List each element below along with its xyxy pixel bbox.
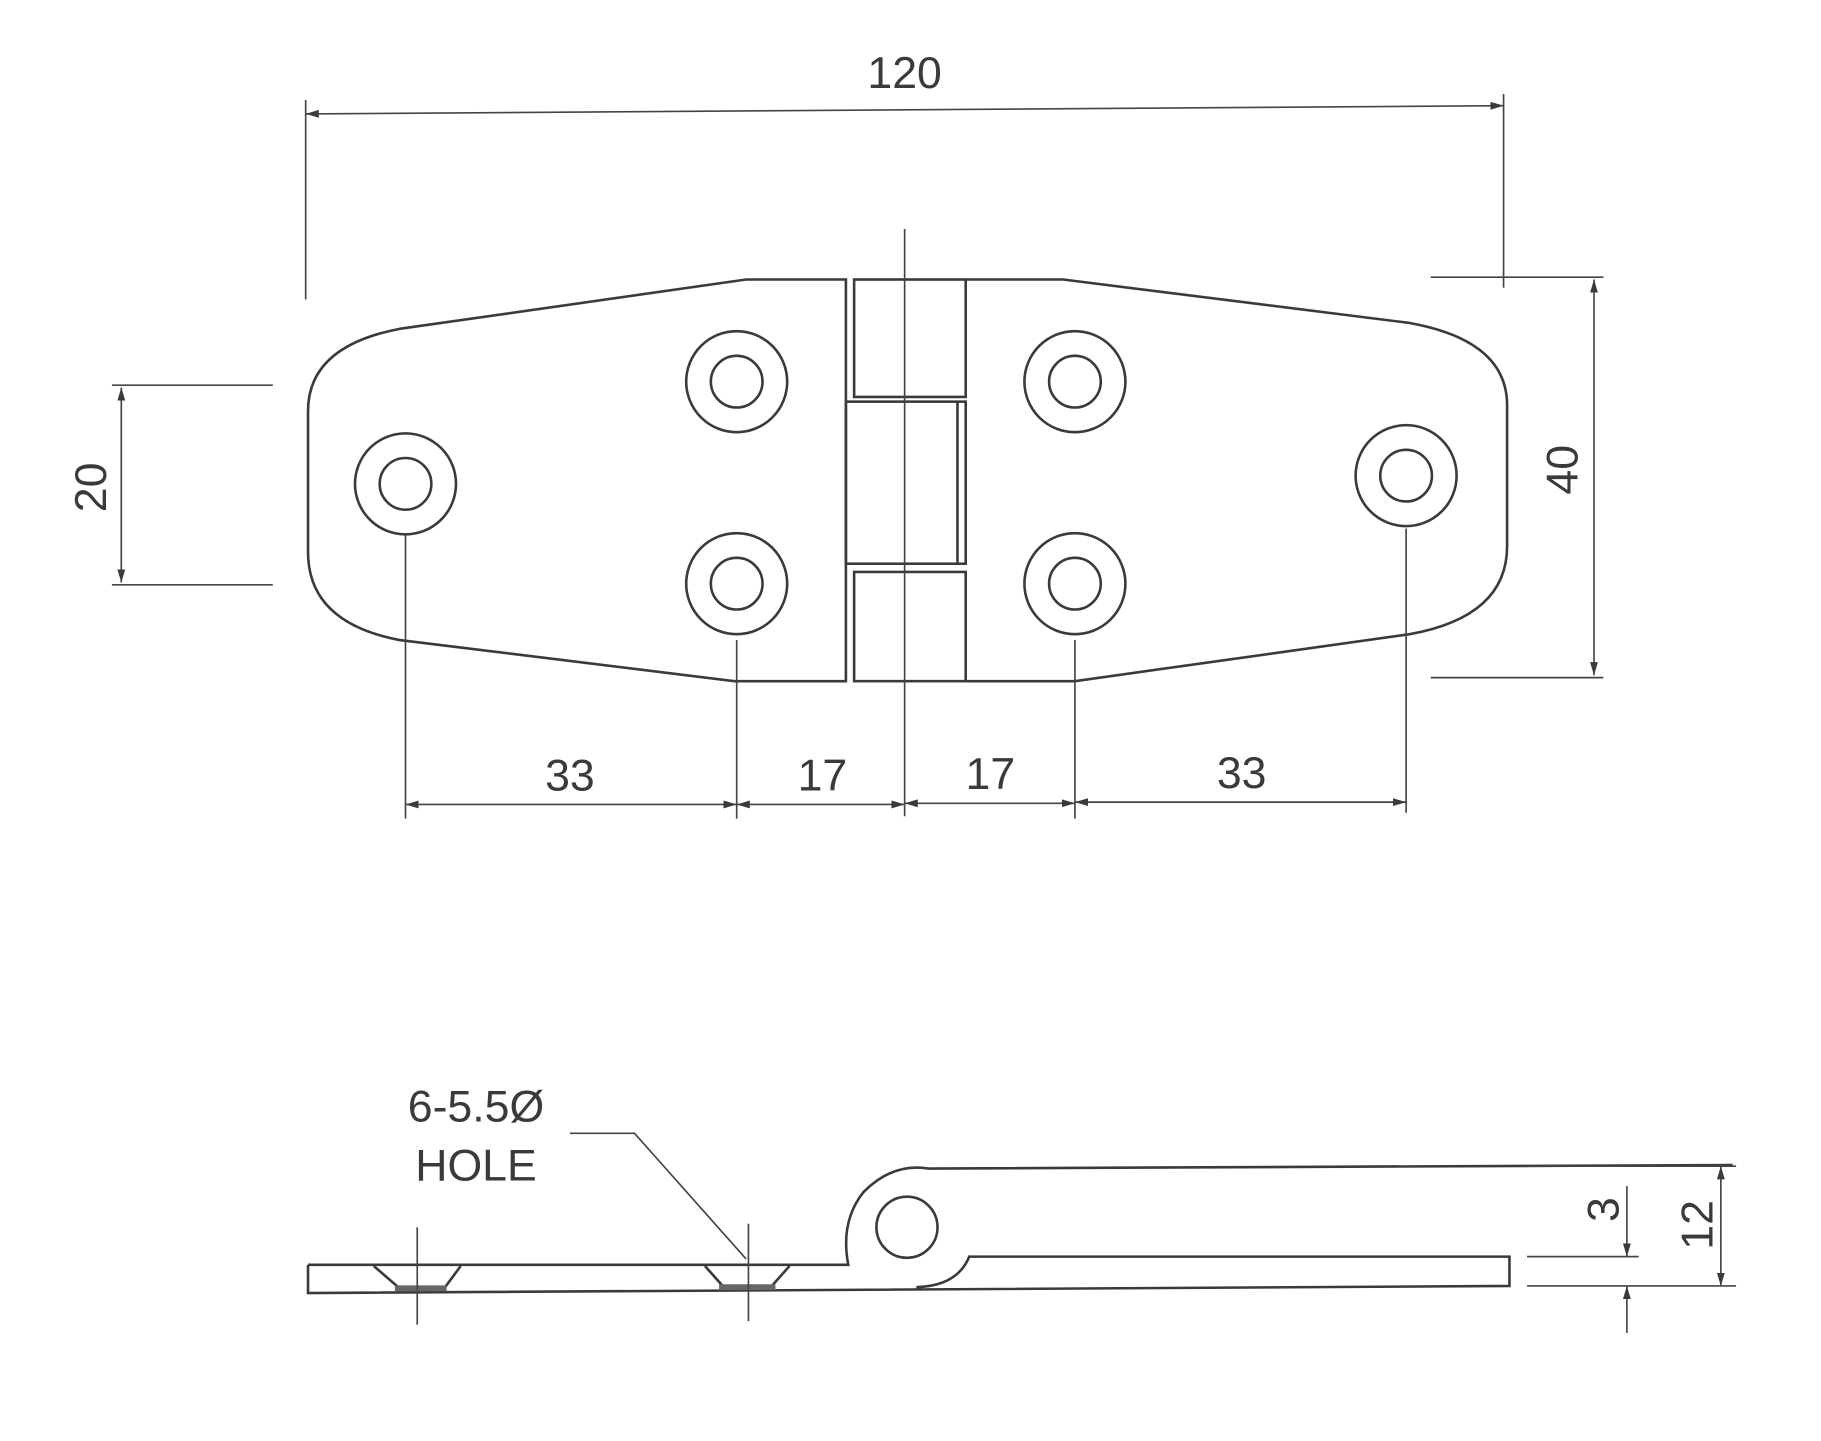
dimension-hole-vertical: 20 <box>67 384 273 586</box>
hole-leader-line <box>569 1132 747 1260</box>
hole-note: 6-5.5Ø <box>408 1083 544 1132</box>
dim-17-right: 17 <box>966 750 1016 799</box>
top-view: 120 40 20 33 17 17 33 <box>67 49 1604 819</box>
knuckle-pin <box>875 1195 939 1260</box>
dim-33-left: 33 <box>545 751 595 800</box>
dim-120: 120 <box>867 49 941 98</box>
side-view: 6-5.5Ø HOLE 3 12 <box>306 1083 1737 1333</box>
right-leaf-outline <box>965 278 1509 683</box>
countersink <box>372 1227 462 1325</box>
knuckle-middle <box>844 400 967 566</box>
hole <box>684 329 789 434</box>
dim-12: 12 <box>1674 1200 1723 1250</box>
dim-33-right: 33 <box>1217 749 1267 798</box>
dimension-length: 120 <box>304 49 1505 300</box>
knuckle-top <box>852 278 967 399</box>
hole <box>1354 423 1458 528</box>
mounting-holes <box>353 329 1458 636</box>
dim-40: 40 <box>1539 445 1588 495</box>
dim-20: 20 <box>67 463 116 513</box>
left-leaf-outline <box>306 278 848 683</box>
dimension-hole-spacing: 33 17 17 33 <box>404 528 1407 819</box>
dimension-height: 12 <box>1674 1166 1725 1286</box>
dim-3: 3 <box>1580 1197 1629 1222</box>
countersink <box>704 1223 791 1322</box>
hole <box>353 432 458 536</box>
hole <box>1023 329 1127 434</box>
dimension-thickness: 3 <box>1527 1165 1737 1333</box>
dimension-width: 40 <box>1430 276 1604 679</box>
knuckle-bottom <box>852 570 967 683</box>
hole <box>684 531 789 636</box>
hole-note-label: HOLE <box>415 1141 536 1190</box>
left-plate <box>308 1163 1733 1267</box>
hole <box>1023 531 1127 636</box>
dim-17-left: 17 <box>798 751 848 800</box>
